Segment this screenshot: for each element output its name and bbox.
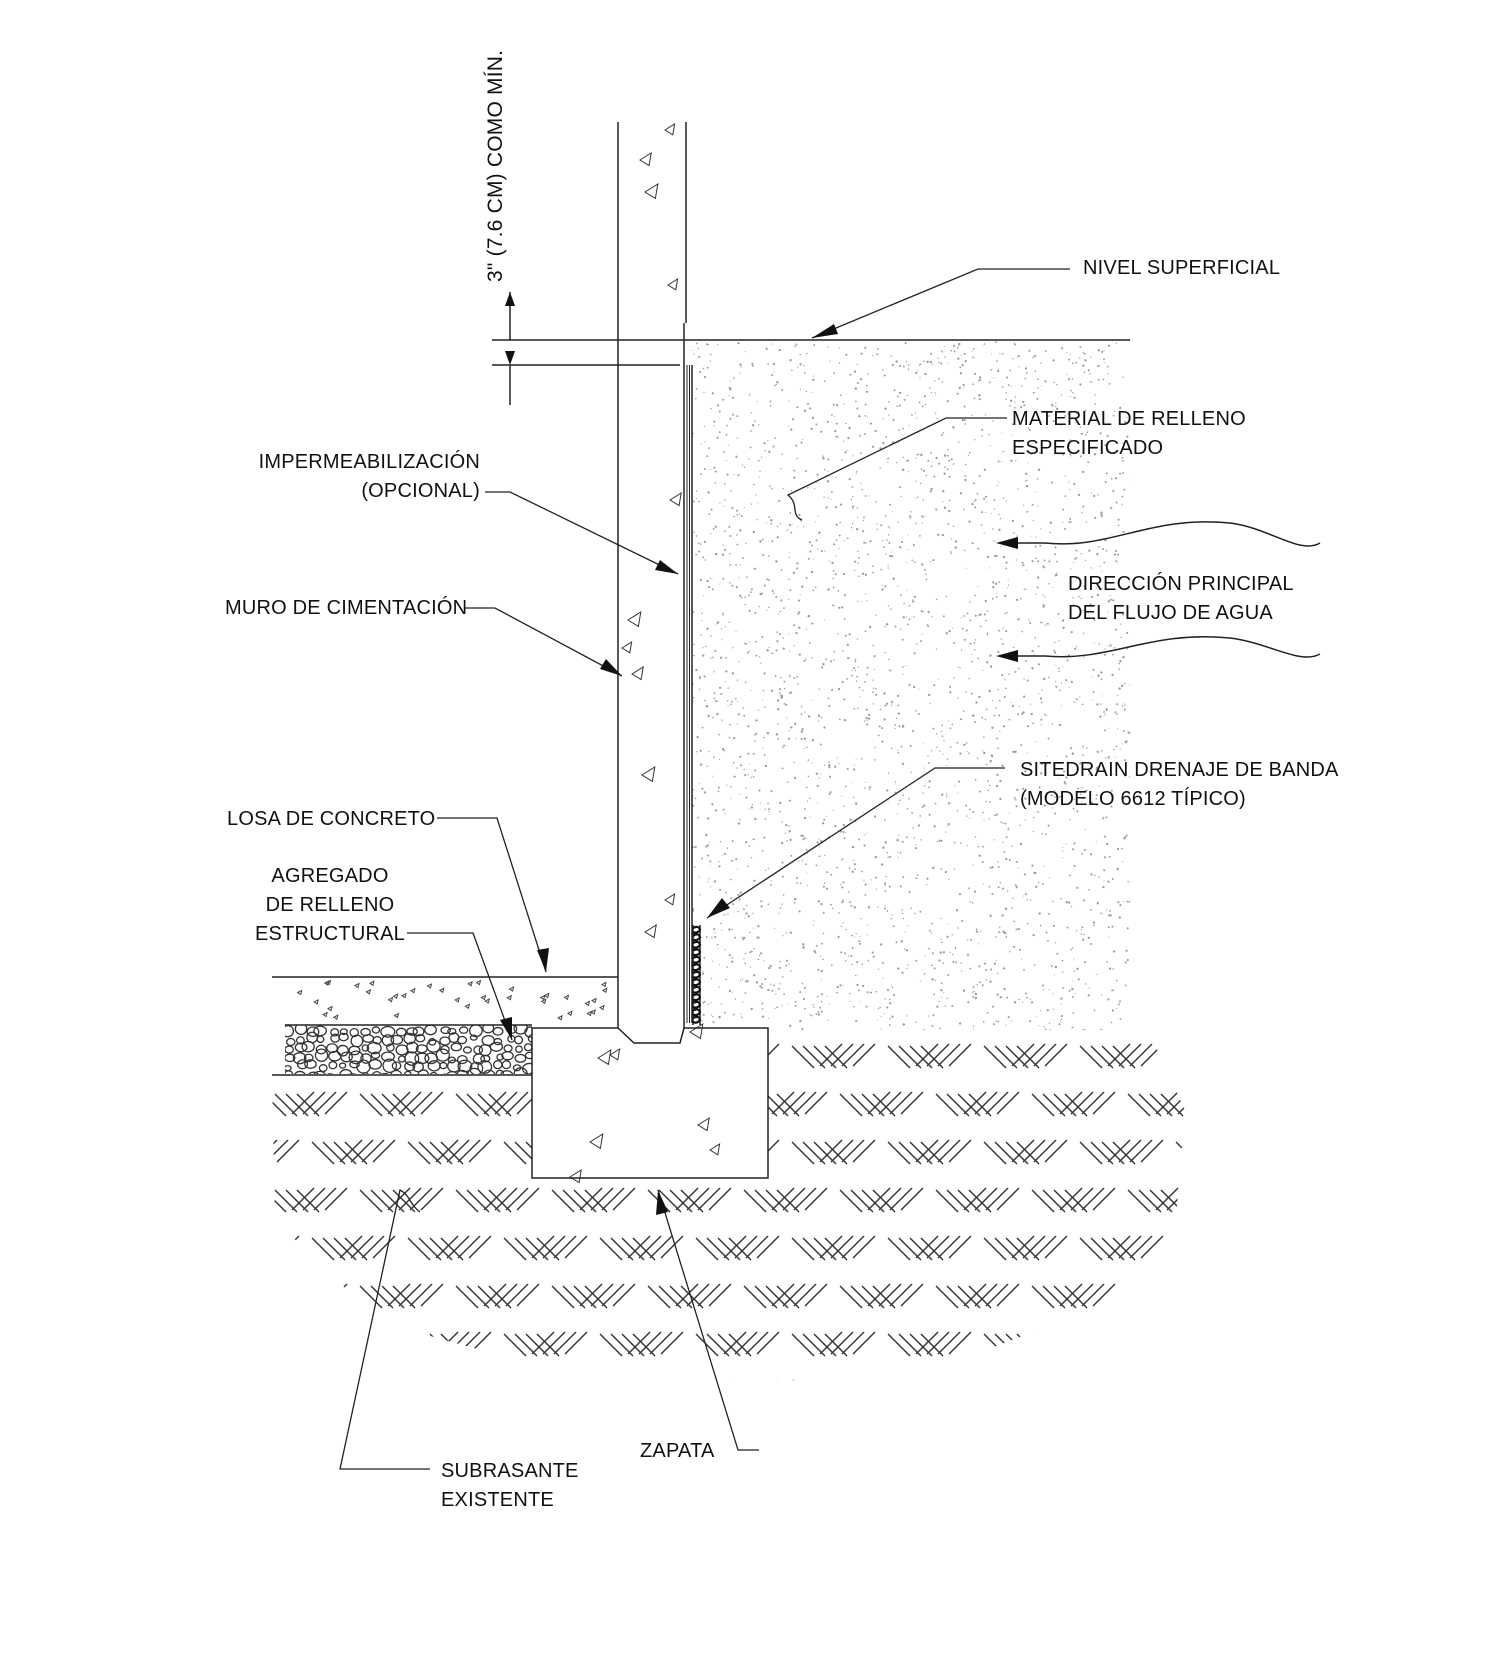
water-flow-arrow-1 <box>1000 521 1321 547</box>
leader-muro <box>465 607 623 677</box>
leader-material-relleno <box>786 417 1007 521</box>
leader-subrasante <box>339 1189 430 1470</box>
sitedrain-strip <box>692 925 702 1024</box>
label-agregado: AGREGADO DE RELLENO ESTRUCTURAL <box>255 865 405 945</box>
backfill-stipple <box>692 341 1133 1030</box>
label-subrasante: SUBRASANTE EXISTENTE <box>441 1460 579 1511</box>
leader-sitedrain <box>706 767 1005 919</box>
water-flow-arrows <box>1000 521 1321 658</box>
label-direccion-flujo: DIRECCIÓN PRINCIPAL DEL FLUJO DE AGUA <box>1068 573 1294 624</box>
label-nivel-superficial: NIVEL SUPERFICIAL <box>1083 257 1281 279</box>
label-material-relleno: MATERIAL DE RELLENO ESPECIFICADO <box>1012 408 1246 459</box>
footing-outline <box>531 1027 769 1179</box>
leader-agregado <box>407 932 513 1041</box>
aggregate-fill <box>285 1025 532 1074</box>
slab-specks <box>296 979 608 1021</box>
leader-zapata <box>657 1189 759 1451</box>
label-muro-cimentacion: MURO DE CIMENTACIÓN <box>225 597 468 619</box>
label-losa-concreto: LOSA DE CONCRETO <box>227 808 436 830</box>
leader-nivel-superficial <box>811 268 1070 339</box>
leader-impermeabilizacion <box>485 491 679 575</box>
label-sitedrain: SITEDRAIN DRENAJE DE BANDA (MODELO 6612 … <box>1020 759 1339 810</box>
water-flow-arrow-2 <box>1000 635 1321 658</box>
dimension-label: 3" (7.6 CM) COMO MÍN. <box>484 49 507 282</box>
label-zapata: ZAPATA <box>640 1440 715 1462</box>
leader-losa <box>437 817 547 973</box>
label-impermeabilizacion: IMPERMEABILIZACIÓN (OPCIONAL) <box>258 451 480 502</box>
concrete-aggregate <box>569 122 721 1184</box>
arrowhead <box>812 324 838 338</box>
